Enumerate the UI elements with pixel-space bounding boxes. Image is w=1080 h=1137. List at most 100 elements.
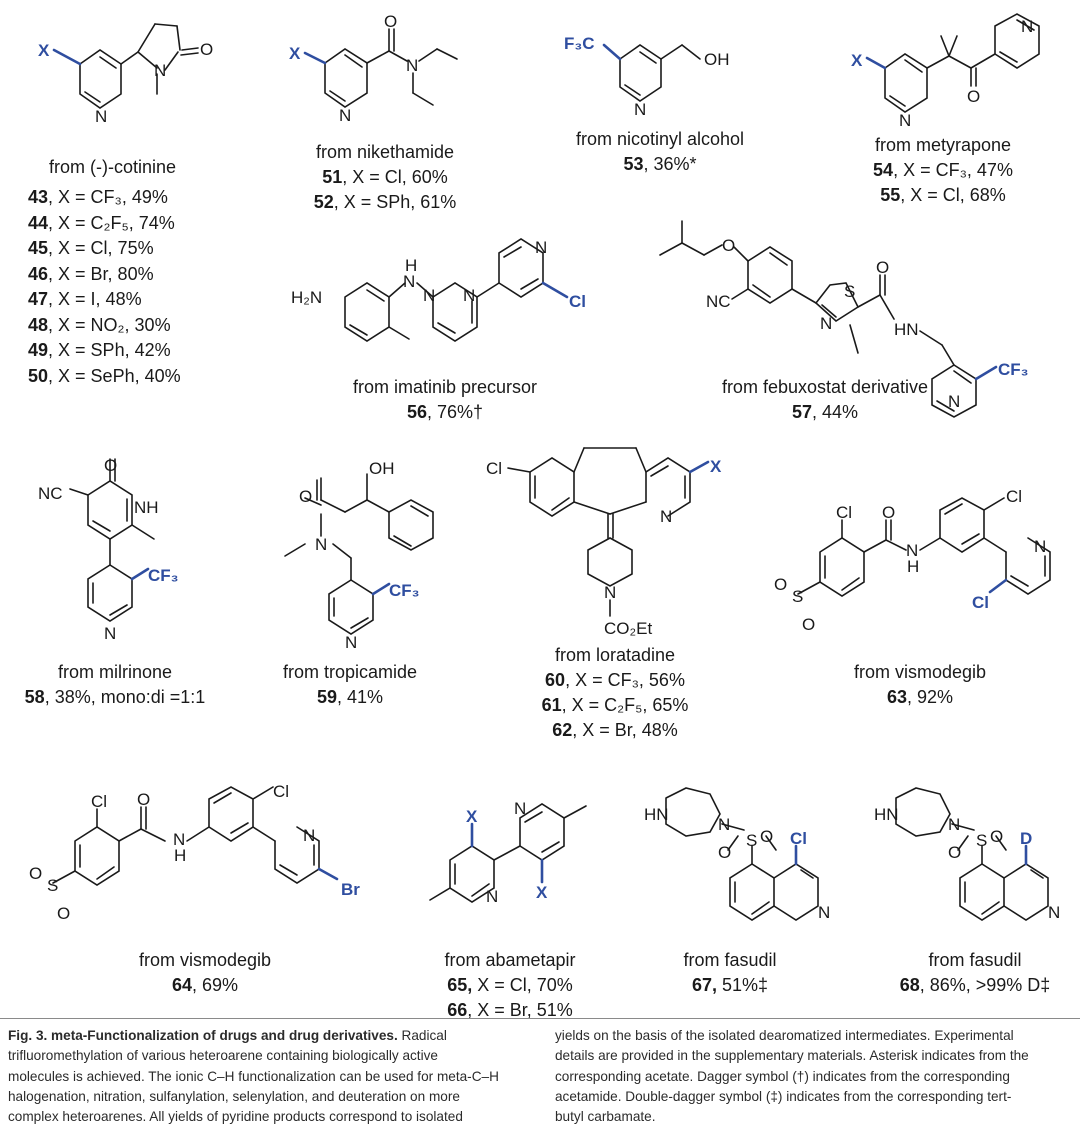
svg-text:N: N [1048,903,1060,922]
svg-text:N: N [486,887,498,906]
compound-number: 48 [28,314,49,335]
list-item: 63, 92% [886,687,954,707]
list-item: 43, X = CF₃, 49% [28,187,168,207]
caption-milrinone: from milrinone 58, 38%, mono:di =1:1 [5,660,225,710]
compound-number: 59 [316,687,337,707]
structure-metyrapone: X N O N [845,10,1075,130]
compound-number: 44 [28,212,49,233]
svg-text:NC: NC [38,484,63,503]
compound-number: 52 [313,192,334,212]
structure-fasudil-68: HN N S O O N D [870,780,1070,930]
svg-text:N: N [1034,537,1046,556]
divider [0,1018,1080,1019]
list-item: 58, 38%, mono:di =1:1 [24,687,206,707]
svg-text:O: O [882,503,895,522]
caption-loratadine: from loratadine 60, X = CF₃, 56% 61, X =… [510,643,720,743]
list-item: 44, X = C₂F₅, 74% [28,212,175,233]
svg-text:S: S [844,282,855,301]
compound-number: 46 [28,263,49,284]
svg-text:H: H [907,557,919,576]
compound-number: 65, [447,975,473,995]
svg-text:N: N [104,624,116,643]
list-item: 50, X = SePh, 40% [28,365,181,386]
compound-number: 66 [447,1000,468,1020]
compound-number: 58 [24,687,45,707]
svg-text:Cl: Cl [569,292,586,311]
figure-legend-col2: yields on the basis of the isolated dear… [555,1028,1029,1125]
compound-number: 43 [28,187,49,207]
svg-text:O: O [384,12,397,31]
compound-number: 53 [623,154,644,174]
list-item: 68, 86%, >99% D‡ [899,975,1051,995]
svg-text:HN: HN [644,805,669,824]
compound-number: 49 [28,340,49,360]
svg-text:O: O [137,790,150,809]
caption-vismodegib-63: from vismodegib 63, 92% [825,660,1015,710]
list-item: 62, X = Br, 48% [552,720,678,740]
list-item: 53, 36%* [623,154,697,174]
caption-abametapir: from abametapir 65, X = Cl, 70% 66, X = … [410,948,610,1023]
compound-number: 50 [28,365,49,386]
svg-text:N: N [303,826,315,845]
structure-vismodegib-63: Cl O N H Cl N S O O Cl [760,487,1075,650]
list-item: 48, X = NO₂, 30% [28,314,171,335]
svg-text:N: N [315,535,327,554]
svg-text:X: X [38,41,50,60]
svg-text:N: N [718,815,730,834]
compound-number: 51 [322,167,343,187]
source-label: from nikethamide [315,142,455,162]
svg-text:O: O [718,843,731,862]
svg-text:S: S [47,876,58,895]
svg-text:N: N [660,507,672,526]
compound-number: 61 [541,695,562,715]
structure-nicotinyl-alcohol: F₃C N OH [560,15,760,119]
svg-text:NC: NC [706,292,731,311]
structure-fasudil-67: HN N S O O N Cl [640,780,840,930]
list-item: 65, X = Cl, 70% [447,975,573,995]
compound-number: 54 [873,160,894,180]
list-item: 54, X = CF₃, 47% [873,160,1013,180]
list-item: 45, X = Cl, 75% [28,238,154,258]
svg-text:X: X [466,807,478,826]
compound-number: 60 [545,670,566,690]
svg-text:O: O [57,904,70,923]
compound-number: 63 [886,687,907,707]
caption-fasudil-67: from fasudil 67, 51%‡ [660,948,800,998]
list-item: 55, X = Cl, 68% [880,185,1006,205]
svg-text:N: N [604,583,616,602]
svg-text:N: N [514,799,526,818]
svg-text:N: N [345,633,357,652]
svg-text:X: X [851,51,863,70]
compound-number: 62 [552,720,573,740]
list-item: 46, X = Br, 80% [28,263,154,284]
svg-text:HN: HN [874,805,899,824]
svg-text:OH: OH [704,50,730,69]
svg-text:N: N [818,903,830,922]
svg-text:N: N [948,815,960,834]
list-item: 67, 51%‡ [691,975,769,995]
svg-text:Br: Br [341,880,360,899]
compound-number: 56 [406,402,427,422]
svg-text:H: H [405,256,417,275]
svg-text:O: O [722,236,735,255]
svg-text:N: N [406,56,418,75]
svg-text:CO₂Et: CO₂Et [604,619,652,638]
structure-imatinib-precursor: H₂N H N N N N Cl [285,235,615,365]
svg-text:N: N [1021,17,1033,36]
compound-number: 68 [899,975,920,995]
svg-text:Cl: Cl [972,593,989,612]
svg-text:O: O [299,487,312,506]
svg-text:N: N [634,100,646,119]
svg-text:O: O [29,864,42,883]
list-item: 52, X = SPh, 61% [313,192,457,212]
svg-text:CF₃: CF₃ [389,581,420,600]
structure-abametapir: X X N N [420,790,610,920]
svg-text:X: X [710,457,722,476]
svg-text:O: O [774,575,787,594]
svg-text:F₃C: F₃C [564,34,595,53]
svg-text:O: O [760,827,773,846]
structure-loratadine: Cl N N CO₂Et X [480,440,750,645]
compound-number: 55 [880,185,901,205]
svg-text:H: H [174,846,186,865]
svg-text:Cl: Cl [1006,487,1022,506]
